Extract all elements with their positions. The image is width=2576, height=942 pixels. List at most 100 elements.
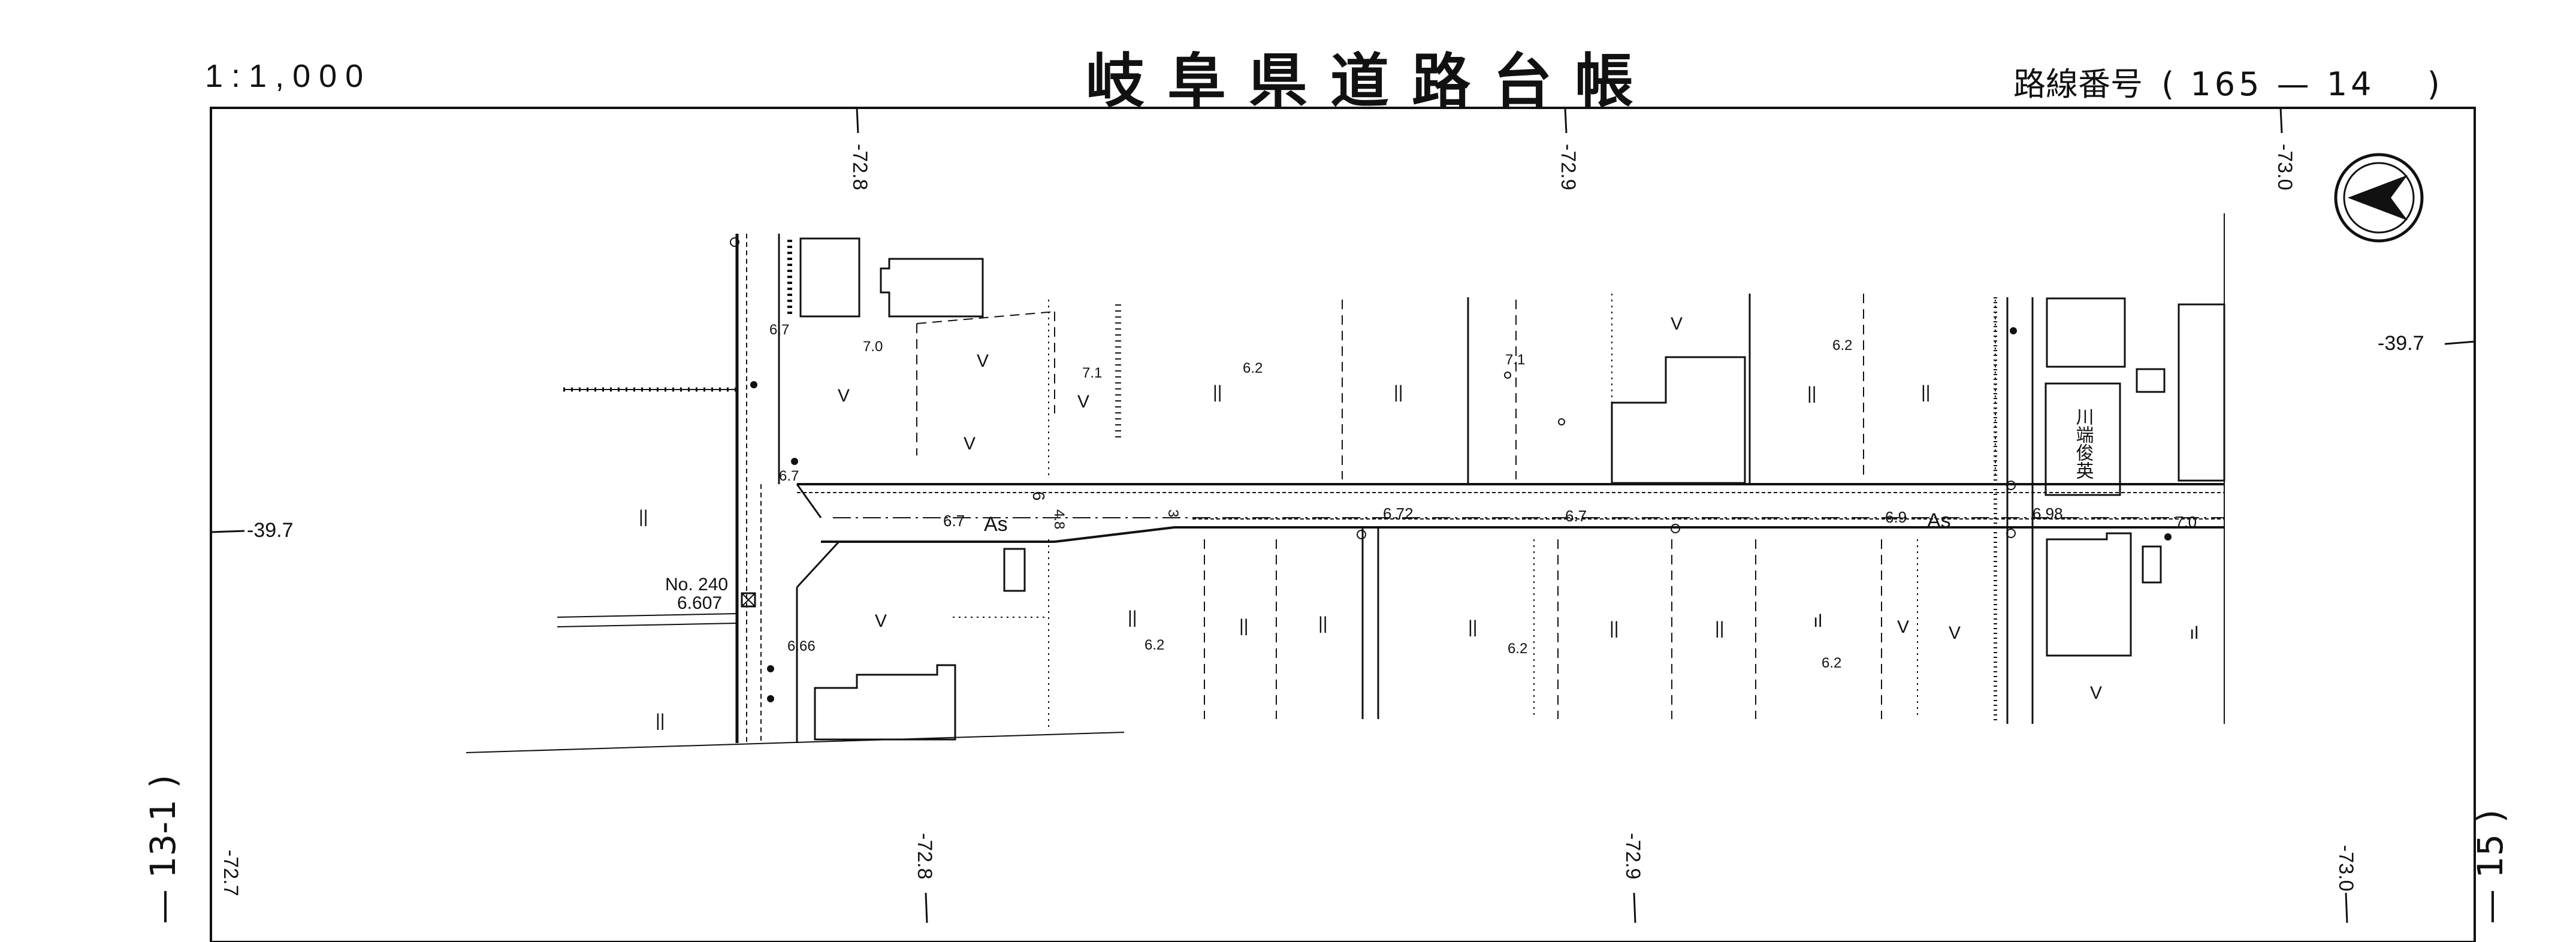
paddy-symbol: || (1394, 382, 1403, 402)
paddy-symbol: || (1128, 608, 1137, 627)
spot-elevation: 7.1 (1082, 365, 1102, 381)
marker-dot (2010, 327, 2017, 334)
route-number-label: 路線番号 ( 165 — 14 ) (2013, 58, 2440, 105)
boundary-line (466, 732, 1125, 753)
marker-dot (750, 381, 757, 388)
page-title: 岐阜県道路台帳 (1086, 47, 1657, 116)
building (880, 258, 984, 318)
route-open-paren: ( (2161, 65, 2175, 103)
spot-elevation: 6.2 (1243, 360, 1263, 376)
boundary-line (557, 623, 738, 627)
building (2178, 303, 2225, 482)
grid-tick (1633, 892, 1636, 923)
centerline-elevation: 6.9 (1885, 508, 1907, 526)
paddy-symbol: || (639, 507, 648, 527)
marker-dot (791, 458, 798, 465)
field-symbol: V (977, 351, 989, 371)
orchard-symbol: ıl (2190, 623, 2198, 643)
benchmark-id: No. 240 (665, 575, 728, 594)
side-road-edge (796, 484, 822, 518)
route-number: 165 — 14 (2190, 65, 2375, 103)
field-symbol: V (2090, 683, 2102, 703)
marker-circle (1504, 372, 1511, 379)
grid-label-bottom: -73.0 (2335, 845, 2357, 892)
spot-elevation: 6.7 (769, 322, 789, 338)
parcel-line (916, 311, 1055, 324)
field-symbol: V (1897, 617, 1909, 637)
marker-dot (767, 695, 774, 702)
field-symbol: V (1671, 314, 1683, 334)
grid-tick (1564, 107, 1568, 134)
centerline-elevation: 6.72 (1383, 505, 1414, 523)
paddy-symbol: || (1609, 618, 1619, 638)
grid-tick (210, 530, 245, 533)
spot-elevation: 6.2 (1822, 655, 1841, 671)
road-width-label: 3 (1165, 509, 1181, 517)
building (2142, 545, 2162, 584)
building (2136, 368, 2166, 393)
field-symbol: V (964, 434, 976, 454)
grid-label-top: -72.8 (848, 144, 871, 191)
grid-label-bottom: -72.7 (219, 850, 242, 896)
marker-circle (1558, 418, 1565, 425)
side-road-edge (796, 541, 840, 588)
road-surface-label: As (984, 513, 1008, 536)
grid-tick (925, 892, 928, 923)
field-symbol: V (1949, 623, 1961, 643)
paddy-symbol: || (1239, 616, 1249, 636)
field-symbol: V (838, 386, 850, 406)
spot-elevation: 6.2 (1832, 337, 1852, 354)
building (799, 237, 860, 318)
marker-circle (730, 237, 739, 247)
spot-elevation: 6.2 (1144, 637, 1164, 653)
route-close-paren: ) (2427, 65, 2440, 103)
grid-tick (2444, 340, 2475, 345)
north-arrow-icon (2334, 153, 2424, 243)
marker-circle (1671, 524, 1680, 533)
centerline-elevation: 7.0 (2175, 513, 2197, 531)
grid-label-bottom: -72.8 (913, 833, 936, 880)
orchard-symbol: ıl (1813, 611, 1822, 631)
spot-elevation: 6.66 (787, 638, 816, 654)
adjacent-sheet-right: — 15 ) (2470, 810, 2511, 924)
spot-elevation: 7.1 (1505, 352, 1525, 368)
marker-dot (767, 665, 774, 672)
spot-elevation: 6.7 (779, 468, 799, 484)
building-owner-label: 川端俊英 (2073, 407, 2094, 479)
building (814, 664, 956, 741)
paddy-symbol: || (1921, 382, 1931, 402)
paddy-symbol: || (1807, 384, 1817, 403)
grid-label-top: -73.0 (2273, 144, 2296, 191)
paddy-symbol: || (656, 711, 665, 730)
marker-circle (2006, 481, 2016, 490)
building (1611, 356, 1746, 484)
paddy-symbol: || (1318, 614, 1328, 633)
grid-tick (2345, 892, 2348, 923)
map-frame (210, 107, 2476, 942)
building (2046, 532, 2132, 657)
marker-circle (2006, 529, 2016, 538)
route-label: 路線番号 (2013, 65, 2143, 103)
benchmark-elevation: 6.607 (677, 593, 722, 613)
centerline-elevation: 6.98 (2033, 505, 2063, 523)
road-width-label: 4.8 (1051, 509, 1067, 529)
field-symbol: V (1077, 392, 1089, 412)
building (1003, 548, 1026, 592)
grid-label-right: -39.7 (2378, 332, 2424, 355)
grid-tick (2279, 107, 2283, 134)
boundary-line (557, 613, 738, 618)
marker-circle (1357, 530, 1366, 539)
grid-label-top: -72.9 (1557, 144, 1580, 191)
paddy-symbol: || (1715, 618, 1725, 638)
marker-dot (2164, 533, 2172, 541)
grid-tick (856, 107, 859, 134)
paddy-symbol: || (1468, 617, 1478, 637)
centerline-elevation: 6.7 (943, 512, 965, 530)
map-scale: 1:1,000 (205, 58, 372, 94)
building (2046, 297, 2126, 368)
field-symbol: V (875, 611, 887, 631)
centerline-elevation: 6.7 (1565, 507, 1587, 525)
road-edge (1054, 526, 1175, 543)
grid-label-left: -39.7 (247, 519, 294, 542)
